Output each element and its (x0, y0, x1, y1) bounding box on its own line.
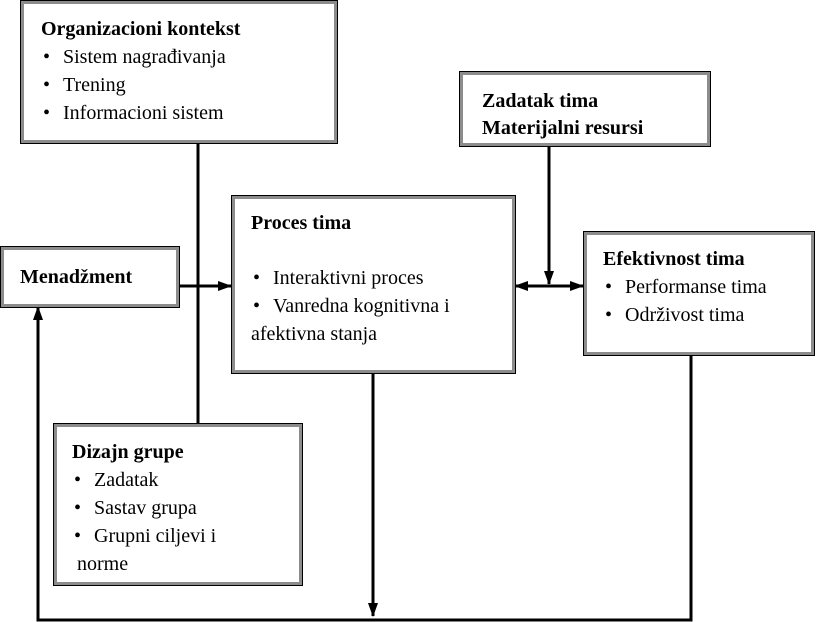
list-item: Grupni ciljevi i (72, 522, 299, 550)
org-context-list: Sistem nagrađivanja Trening Informacioni… (41, 43, 334, 127)
list-item-continuation: afektivna stanja (251, 323, 378, 345)
team-effectiveness-title: Efektivnost tima (603, 248, 745, 270)
team-process-box: Proces tima Interaktivni proces Vanredna… (231, 195, 516, 374)
list-item: Održivost tima (603, 301, 811, 329)
list-item: Zadatak (72, 466, 299, 494)
feedback-loop-arrow (33, 306, 693, 622)
org-context-box: Organizacioni kontekst Sistem nagrađivan… (20, 0, 338, 144)
list-item: Vanredna kognitivna i (251, 292, 512, 320)
list-item: Trening (41, 71, 334, 99)
team-process-list: Interaktivni proces Vanredna kognitivna … (251, 264, 512, 320)
list-item: Sastav grupa (72, 494, 299, 522)
resources-title: Materijalni resursi (482, 117, 644, 139)
list-item: Informacioni sistem (41, 99, 334, 127)
org-context-title: Organizacioni kontekst (41, 18, 241, 40)
team-process-title: Proces tima (251, 212, 352, 234)
task-box: Zadatak tima Materijalni resursi (459, 71, 711, 147)
management-title: Menadžment (20, 266, 133, 288)
list-item: Interaktivni proces (251, 264, 512, 292)
task-title: Zadatak tima (482, 90, 599, 112)
team-effectiveness-list: Performanse tima Održivost tima (603, 273, 811, 329)
management-box: Menadžment (0, 246, 180, 308)
list-item: Sistem nagrađivanja (41, 43, 334, 71)
list-item: Performanse tima (603, 273, 811, 301)
list-item-continuation: norme (77, 553, 129, 575)
team-effectiveness-box: Efektivnost tima Performanse tima Održiv… (583, 231, 815, 356)
group-design-title: Dizajn grupe (72, 441, 184, 463)
group-design-list: Zadatak Sastav grupa Grupni ciljevi i (72, 466, 299, 550)
group-design-box: Dizajn grupe Zadatak Sastav grupa Grupni… (53, 423, 303, 586)
